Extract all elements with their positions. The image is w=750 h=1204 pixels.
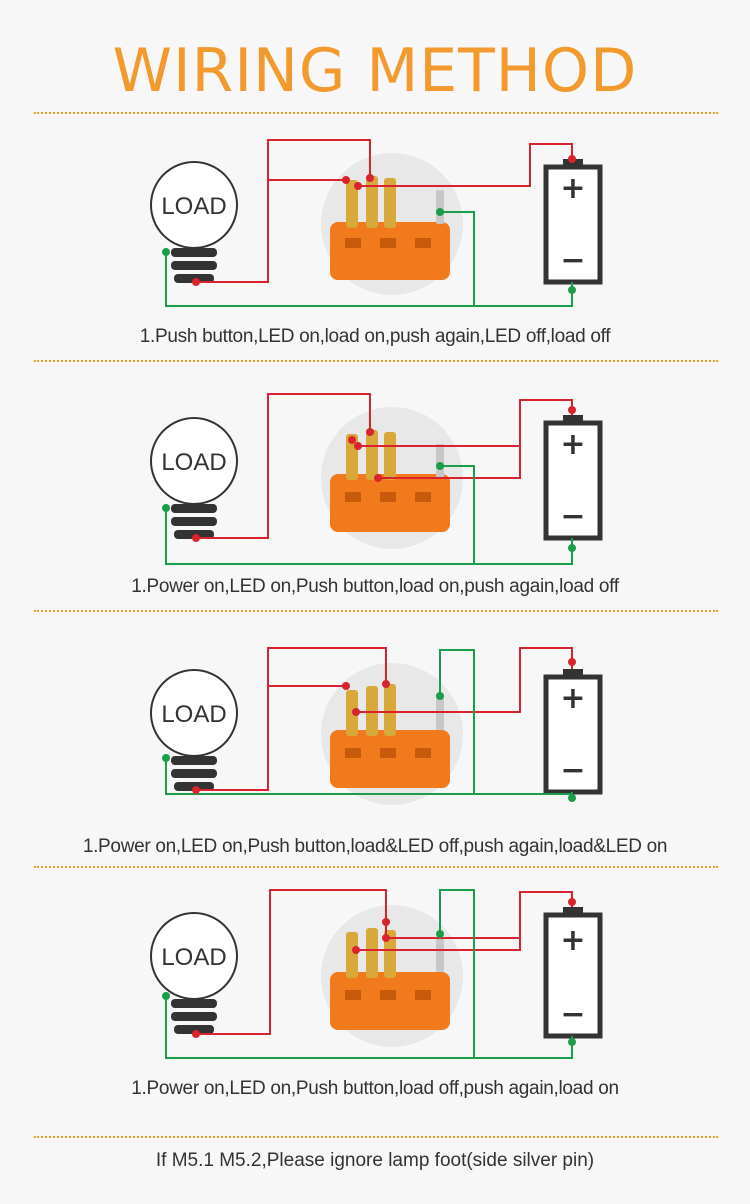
battery-minus-label: − <box>560 499 585 534</box>
wiring-diagram-3: LOAD + − <box>0 640 750 850</box>
load-label: LOAD <box>161 449 226 476</box>
diagram-caption-3: 1.Power on,LED on,Push button,load&LED o… <box>82 836 668 857</box>
battery-icon <box>543 415 603 541</box>
push-switch-image <box>321 663 463 805</box>
load-label: LOAD <box>161 701 226 728</box>
load-label: LOAD <box>161 944 226 971</box>
diagram-caption-4: 1.Power on,LED on,Push button,load off,p… <box>131 1078 619 1099</box>
battery-plus-label: + <box>560 923 585 958</box>
load-bulb-icon <box>150 669 238 791</box>
divider <box>34 866 718 868</box>
battery-minus-label: − <box>560 243 585 278</box>
push-switch-image <box>321 153 463 295</box>
wiring-diagram-1: LOAD + − <box>0 130 750 340</box>
battery-plus-label: + <box>560 427 585 462</box>
divider <box>34 112 718 114</box>
wiring-svg: LOAD + − <box>150 647 603 805</box>
wiring-svg: LOAD + − <box>150 139 603 307</box>
load-bulb-icon <box>150 912 238 1034</box>
push-switch-image <box>321 905 463 1047</box>
load-bulb-icon <box>150 417 238 539</box>
divider <box>34 360 718 362</box>
diagram-caption-2: 1.Power on,LED on,Push button,load on,pu… <box>131 576 619 597</box>
wiring-svg: LOAD + − <box>150 393 603 565</box>
wiring-diagram-4: LOAD + − <box>0 884 750 1094</box>
load-bulb-icon <box>150 161 238 283</box>
battery-minus-label: − <box>560 997 585 1032</box>
wiring-diagram-2: LOAD + − <box>0 386 750 596</box>
battery-minus-label: − <box>560 753 585 788</box>
wiring-svg: LOAD + − <box>150 889 603 1059</box>
battery-plus-label: + <box>560 171 585 206</box>
footnote: If M5.1 M5.2,Please ignore lamp foot(sid… <box>155 1150 595 1171</box>
divider <box>34 1136 718 1138</box>
battery-plus-label: + <box>560 681 585 716</box>
load-label: LOAD <box>161 193 226 220</box>
page-title: WIRING METHOD <box>112 36 638 106</box>
diagram-caption-1: 1.Push button,LED on,load on,push again,… <box>139 326 611 347</box>
battery-icon <box>543 159 603 285</box>
divider <box>34 610 718 612</box>
